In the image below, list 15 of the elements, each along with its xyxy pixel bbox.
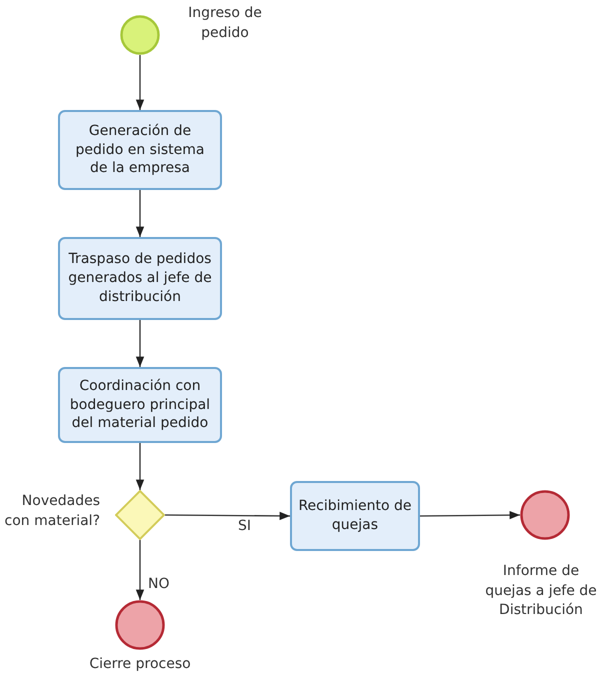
arrow [136, 320, 144, 367]
arrow [136, 190, 144, 237]
node-caption: Novedades con material? [4, 492, 100, 531]
node-caption: Cierre proceso [88, 655, 192, 674]
process-box: Recibimiento de quejas [290, 481, 420, 551]
arrow [420, 510, 520, 520]
process-box: Traspaso de pedidos generados al jefe de distribución [58, 237, 222, 320]
arrow [136, 540, 144, 600]
arrow [136, 443, 144, 490]
process-box: Generación de pedido en sistema de la empresa [58, 110, 222, 190]
arrow [136, 55, 144, 110]
arrow [165, 512, 290, 520]
node-caption: Ingreso de pedido [187, 4, 263, 43]
node-caption: Informe de quejas a jefe de Distribución [484, 562, 598, 620]
process-box: Coordinación con bodeguero principal del material pedido [58, 367, 222, 443]
